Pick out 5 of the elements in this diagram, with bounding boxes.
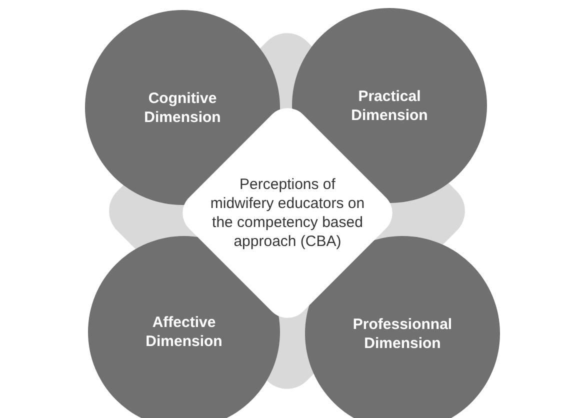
dimension-label: Affective Dimension <box>144 313 224 351</box>
dimension-label: Professionnal Dimension <box>352 314 454 352</box>
dimension-label: Practical Dimension <box>350 86 429 124</box>
center-label: Perceptions of midwifery educators on the competency based approach (CBA) <box>209 175 366 251</box>
dimension-label: Cognitive Dimension <box>143 88 222 126</box>
